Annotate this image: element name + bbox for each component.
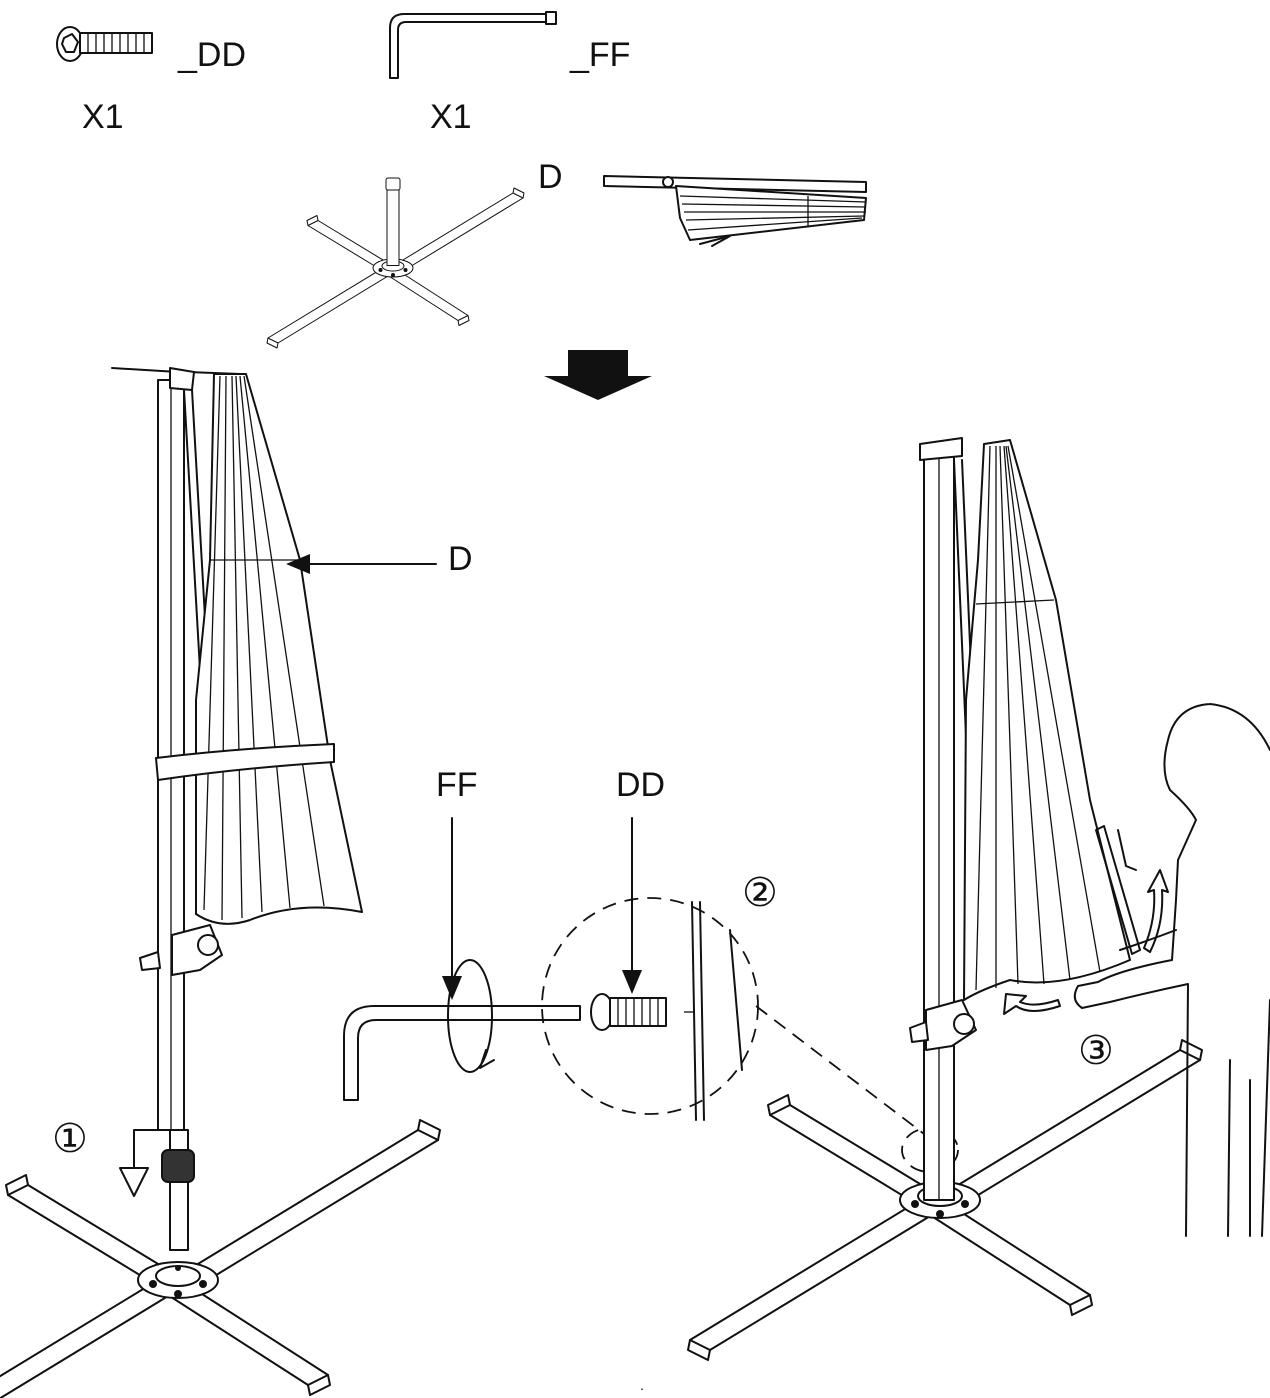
wrench-code-label: _FF — [569, 36, 630, 74]
right-umbrella-assembly — [687, 437, 1270, 1361]
down-arrow-icon — [544, 350, 652, 400]
canopy-label-top: D — [538, 158, 563, 196]
hex-wrench-ff-part — [389, 11, 557, 79]
left-umbrella-assembly — [0, 367, 441, 1398]
footer-mark: . — [640, 1377, 644, 1393]
screw-quantity-label: X1 — [82, 98, 124, 136]
wrench-detail-label: FF — [436, 766, 478, 804]
step-3-marker: ③ — [1078, 1028, 1114, 1074]
pole-section-detail — [691, 901, 743, 1121]
step-1-marker: ① — [52, 1116, 88, 1162]
screw-detail — [590, 993, 694, 1031]
cross-base-small — [266, 177, 525, 349]
screw-detail-label: DD — [616, 766, 665, 804]
wrench-quantity-label: X1 — [430, 98, 472, 136]
detail-circle — [541, 897, 759, 1115]
detail-leader — [755, 1005, 933, 1141]
step-2-marker: ② — [742, 870, 778, 916]
screw-code-label: _DD — [177, 36, 246, 74]
screw-dd-part — [56, 26, 153, 62]
canopy-d-folded — [603, 175, 867, 247]
wrench-detail — [343, 959, 581, 1101]
canopy-label-callout: D — [448, 540, 473, 578]
